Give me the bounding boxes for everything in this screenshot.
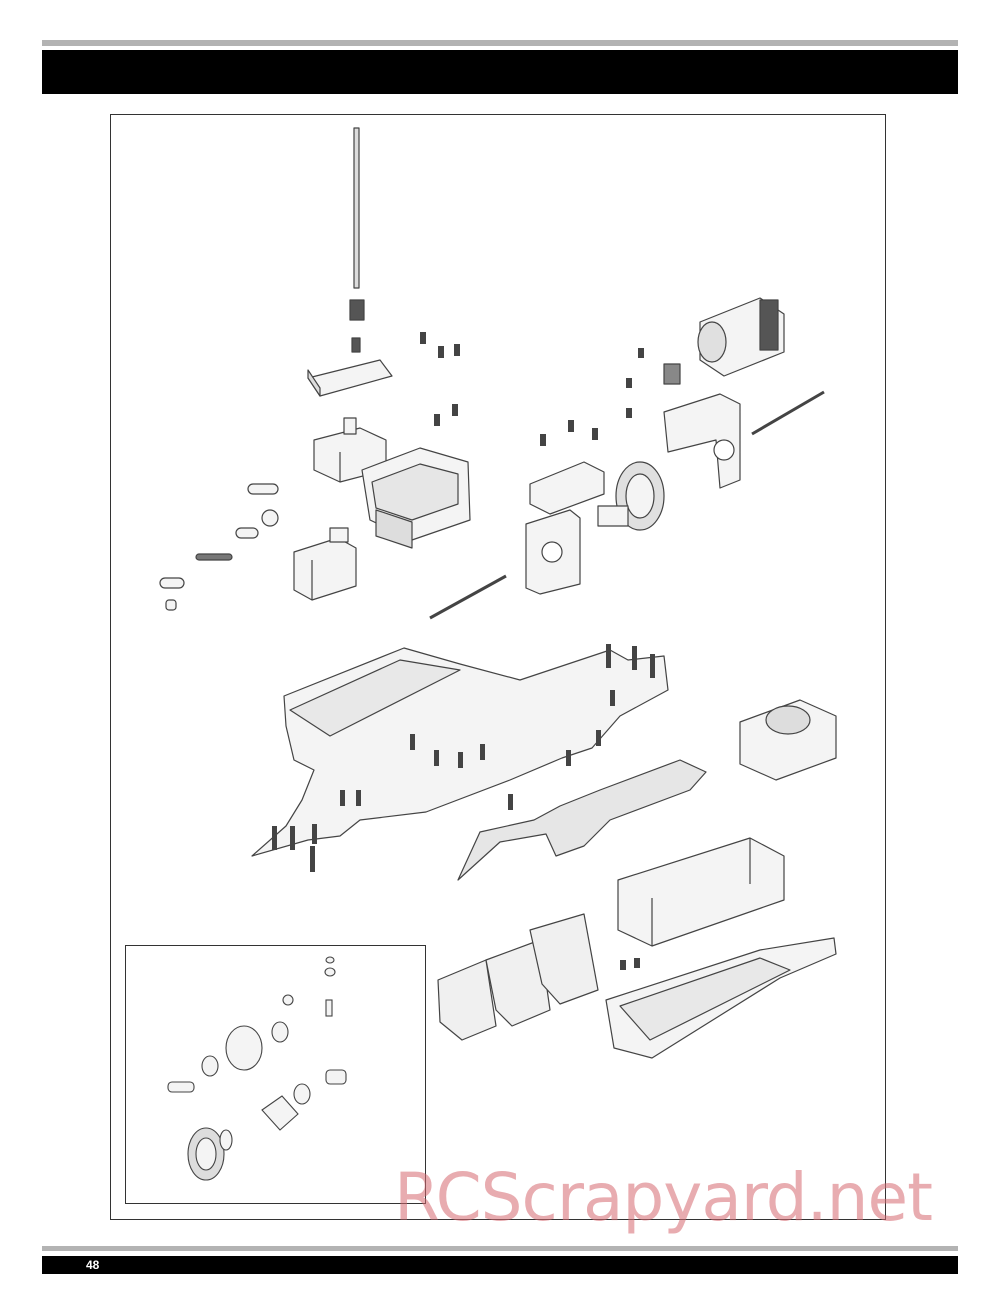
motor-icon bbox=[663, 297, 785, 385]
page-number: 48 bbox=[86, 1258, 100, 1272]
chassis-plate-icon bbox=[251, 647, 707, 881]
center-driveshaft-icon bbox=[429, 390, 825, 620]
footer-gray-rule bbox=[42, 1246, 958, 1251]
battery-tray-icon bbox=[605, 937, 837, 1059]
watermark-text: RCScrapyard.net bbox=[394, 1159, 933, 1236]
antenna-icon bbox=[349, 127, 365, 321]
radio-tray-icon bbox=[361, 447, 471, 549]
exploded-differential-diagram-icon bbox=[167, 956, 347, 1181]
top-plate-icon bbox=[529, 461, 605, 515]
servo-horn-icon bbox=[159, 483, 279, 611]
center-bulkhead-icon bbox=[525, 509, 581, 595]
diagram-frame bbox=[110, 114, 886, 1220]
receiver-icon bbox=[307, 337, 393, 397]
foam-block-icon bbox=[437, 913, 599, 1041]
servo-icon bbox=[293, 527, 357, 601]
motor-mount-icon bbox=[663, 393, 741, 489]
header-black-bar bbox=[42, 50, 958, 94]
esc-icon bbox=[739, 699, 837, 781]
spur-gear-icon bbox=[597, 461, 665, 531]
inset-frame bbox=[125, 945, 426, 1204]
battery-icon bbox=[617, 837, 785, 947]
header-gray-rule bbox=[42, 40, 958, 46]
footer-black-bar bbox=[42, 1256, 958, 1274]
